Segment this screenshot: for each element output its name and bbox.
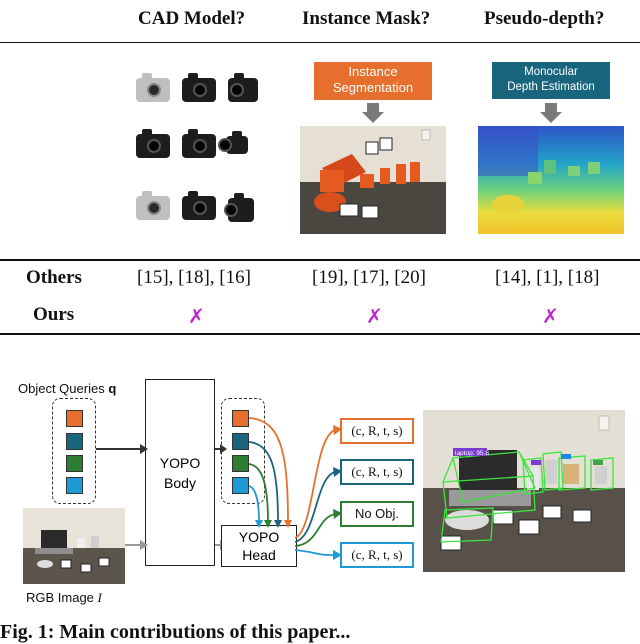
query-token: [66, 433, 83, 450]
queries-symbol: q: [108, 381, 117, 396]
output-box: (c, R, t, s): [340, 418, 414, 444]
arrow-image-to-body: [125, 540, 148, 550]
query-token: [232, 433, 249, 450]
cross-mark-icon: ✗: [542, 306, 559, 328]
rgb-input-image: [23, 508, 125, 584]
others-mask-refs: [19], [17], [20]: [312, 267, 426, 288]
output-box: (c, R, t, s): [340, 542, 414, 568]
column-header-depth: Pseudo-depth?: [484, 8, 605, 29]
object-queries-group: [52, 398, 96, 504]
others-cad-refs: [15], [18], [16]: [137, 267, 251, 288]
column-header-mask: Instance Mask?: [302, 8, 431, 29]
camera-model: [136, 191, 170, 220]
middle-rule: [0, 259, 640, 261]
instance-mask-image: [300, 126, 446, 234]
row-label-others: Others: [26, 267, 82, 288]
output-box-no-object: No Obj.: [340, 501, 414, 527]
cad-model-grid: [128, 66, 268, 236]
yopo-body-block: YOPO Body: [145, 379, 215, 566]
down-arrow-icon: [540, 103, 562, 123]
camera-model: [136, 73, 170, 102]
depth-estimation-box: Monocular Depth Estimation: [492, 62, 610, 99]
query-token: [66, 410, 83, 427]
detection-result-image: laptop: 95.8: [423, 410, 625, 572]
bottom-rule: [0, 333, 640, 335]
updated-queries-group: [221, 398, 265, 504]
camera-model: [182, 129, 216, 158]
camera-model: [182, 191, 216, 220]
yopo-head-block: YOPO Head: [221, 525, 297, 567]
query-token: [232, 410, 249, 427]
object-queries-text: Object Queries: [18, 381, 105, 396]
camera-model: [136, 129, 170, 158]
figure-caption: Fig. 1: Main contributions of this paper…: [0, 621, 351, 643]
query-token: [66, 477, 83, 494]
head-to-output-arrows: [295, 425, 342, 560]
camera-model: [182, 73, 216, 102]
query-token: [66, 455, 83, 472]
object-queries-label: Object Queries q: [18, 381, 116, 396]
others-depth-refs: [14], [1], [18]: [495, 267, 600, 288]
query-token: [232, 455, 249, 472]
instance-segmentation-box: Instance Segmentation: [314, 62, 432, 100]
query-token: [232, 477, 249, 494]
arrow-queries-to-body: [96, 444, 148, 454]
rgb-image-symbol: I: [97, 590, 102, 605]
detection-tag: laptop: 95.8: [455, 450, 489, 457]
header-rule: [0, 42, 640, 43]
rgb-image-label: RGB Image I: [26, 590, 102, 606]
depth-map-image: [478, 126, 624, 234]
cross-mark-icon: ✗: [366, 306, 383, 328]
camera-model: [218, 131, 248, 154]
row-label-ours: Ours: [33, 304, 75, 325]
down-arrow-icon: [362, 103, 384, 123]
camera-model: [228, 73, 258, 102]
column-header-cad: CAD Model?: [138, 8, 246, 29]
camera-model: [224, 193, 254, 222]
query-to-head-curves: [248, 417, 292, 528]
cross-mark-icon: ✗: [188, 306, 205, 328]
rgb-image-text: RGB Image: [26, 590, 94, 605]
output-box: (c, R, t, s): [340, 459, 414, 485]
